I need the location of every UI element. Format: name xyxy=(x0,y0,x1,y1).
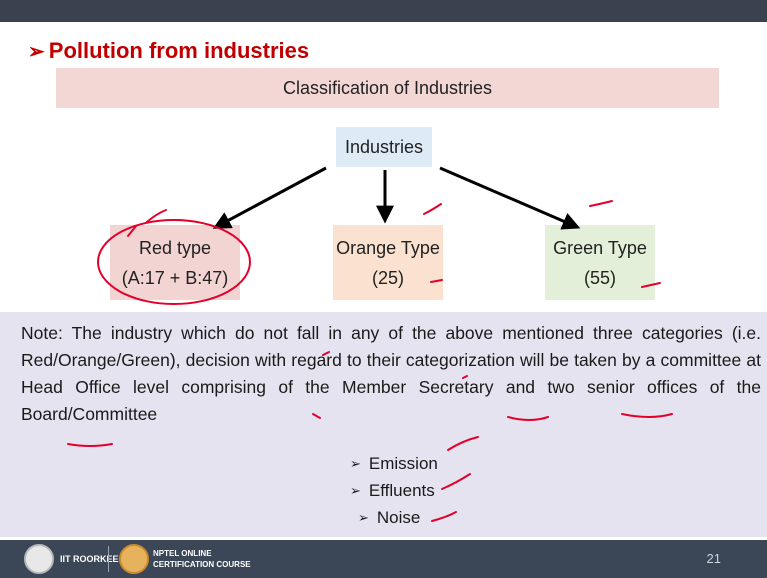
bullet-list: ➢ Emission ➢ Effluents ➢ Noise xyxy=(350,450,438,531)
red-type-box: Red type (A:17 + B:47) xyxy=(110,225,240,300)
top-bar xyxy=(0,0,767,22)
note-panel xyxy=(0,312,767,537)
arrow-to-red xyxy=(212,166,327,229)
bullet-noise: ➢ Noise xyxy=(358,504,438,531)
course-line-1: NPTEL ONLINE xyxy=(153,549,212,558)
orange-type-label: Orange Type xyxy=(336,237,440,258)
bullet-label: Emission xyxy=(368,453,438,473)
title-text: Pollution from industries xyxy=(48,38,310,63)
bullet-arrow-icon: ➢ xyxy=(350,482,361,498)
institute-name: IIT ROORKEE xyxy=(60,554,119,564)
bullet-effluents: ➢ Effluents xyxy=(350,477,438,504)
bullet-arrow-icon: ➢ xyxy=(350,455,361,471)
title-arrow-icon: ➢ xyxy=(28,41,45,63)
course-line-2: CERTIFICATION COURSE xyxy=(153,560,251,569)
footer-divider xyxy=(108,546,109,572)
course-name: NPTEL ONLINE CERTIFICATION COURSE xyxy=(153,548,251,570)
footer-bar: IIT ROORKEE NPTEL ONLINE CERTIFICATION C… xyxy=(0,540,767,578)
green-type-label: Green Type xyxy=(553,237,647,258)
bullet-emission: ➢ Emission xyxy=(350,450,438,477)
red-type-count: (A:17 + B:47) xyxy=(121,267,229,288)
red-type-label: Red type xyxy=(138,237,212,258)
page-number: 21 xyxy=(706,551,721,566)
orange-type-count: (25) xyxy=(371,267,404,288)
bullet-label: Noise xyxy=(376,507,421,527)
iit-roorkee-logo-icon xyxy=(24,544,54,574)
green-type-count: (55) xyxy=(583,267,616,288)
industries-box: Industries xyxy=(336,127,432,167)
bullet-label: Effluents xyxy=(368,480,435,500)
bullet-arrow-icon: ➢ xyxy=(358,509,369,525)
slide-title: ➢Pollution from industries xyxy=(28,38,309,64)
green-type-box: Green Type (55) xyxy=(545,225,655,300)
note-text: Note: The industry which do not fall in … xyxy=(21,323,761,424)
arrow-to-green xyxy=(439,166,581,230)
classification-banner: Classification of Industries xyxy=(56,68,719,108)
nptel-logo-icon xyxy=(119,544,149,574)
orange-type-box: Orange Type (25) xyxy=(333,225,443,300)
